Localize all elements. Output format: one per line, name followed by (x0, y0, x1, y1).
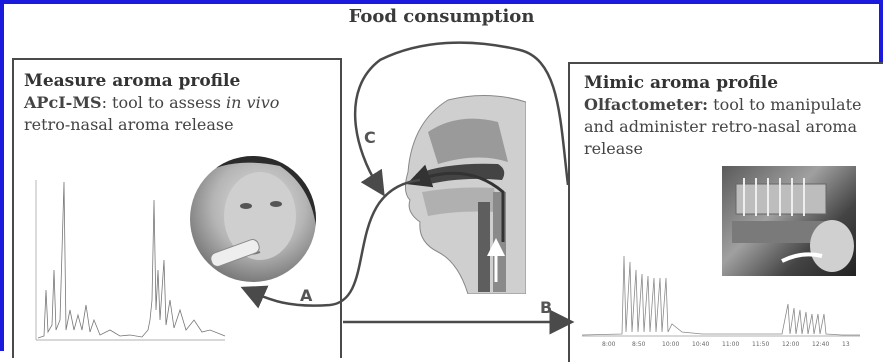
arrow-a-label: A (300, 286, 312, 305)
flow-arrows (0, 0, 883, 351)
arrow-a (252, 180, 420, 306)
arrow-b-label: B (540, 298, 552, 317)
arrow-c-label: C (364, 128, 376, 147)
arrow-c (355, 43, 568, 186)
